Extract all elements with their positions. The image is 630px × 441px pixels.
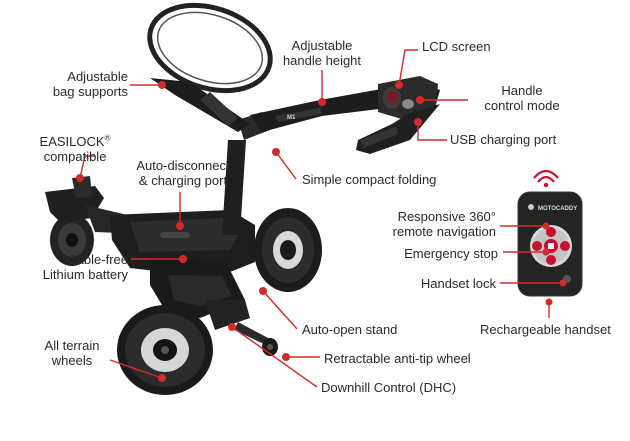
callout-lines <box>79 49 468 388</box>
remote-handset: MOTOCADDY <box>517 169 583 297</box>
label-simple-compact-folding: Simple compact folding <box>302 172 437 187</box>
remote-brand: MOTOCADDY <box>538 206 577 212</box>
label-anti-tip-wheel: Retractable anti-tip wheel <box>324 351 471 366</box>
label-auto-disconnect: Auto-disconnect & charging port <box>136 158 230 188</box>
label-downhill-control: Downhill Control (DHC) <box>321 380 457 395</box>
label-adjustable-bag-supports: Adjustable bag supports <box>52 69 128 99</box>
handle-head <box>378 76 438 120</box>
lcd-display <box>387 92 397 102</box>
rear-wheel-back <box>254 208 322 292</box>
handle-column <box>222 140 246 235</box>
handle-dial <box>402 99 414 109</box>
label-lcd-screen: LCD screen <box>422 39 491 54</box>
label-all-terrain-wheels: All terrain wheels <box>44 338 100 368</box>
label-auto-open-stand: Auto-open stand <box>302 322 398 337</box>
label-emergency-stop: Emergency stop <box>404 246 498 261</box>
label-handset-lock: Handset lock <box>420 276 496 291</box>
callout-dots <box>76 81 567 382</box>
label-adjustable-handle-height: Adjustable handle height <box>282 38 362 68</box>
label-responsive-remote: Responsive 360° remote navigation <box>392 209 496 239</box>
label-usb-charging-port: USB charging port <box>450 132 557 147</box>
front-wheel <box>50 214 94 266</box>
handle-marking: M1 <box>287 115 296 121</box>
label-rechargeable-handset: Rechargeable handset <box>480 322 611 337</box>
rear-wheel-front <box>117 305 213 395</box>
label-easilock-compatible: EASILOCK® compatible <box>39 133 111 164</box>
label-cable-free-battery: Cable-free Lithium battery <box>42 252 128 282</box>
label-handle-control-mode: Handle control mode <box>484 83 560 113</box>
